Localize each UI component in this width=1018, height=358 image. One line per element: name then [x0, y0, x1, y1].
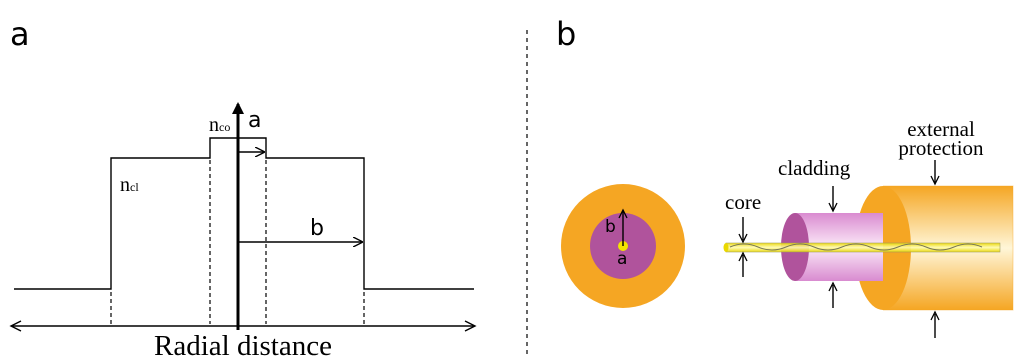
radial-distance-label: Radial distance — [154, 330, 332, 358]
cross-section-b-arrowhead — [618, 208, 628, 219]
panel-a: a nco a ncl b Radial distance — [9, 15, 477, 358]
panel-a-label: a — [10, 15, 30, 53]
core-radius-label: a — [248, 108, 261, 133]
core-label: core — [725, 190, 761, 214]
cross-section-a-label: a — [617, 249, 627, 269]
center-axis-arrowhead — [232, 102, 244, 114]
protection-top-arrowhead — [930, 175, 940, 186]
cross-section-b-label: b — [605, 217, 616, 237]
cladding-bottom-arrowhead — [828, 281, 838, 292]
radial-axis-left-arrowhead — [9, 320, 22, 332]
n-core-label: nco — [209, 114, 230, 136]
protection-bottom-arrowhead — [930, 310, 940, 321]
protection-cylinder-end — [883, 185, 1014, 311]
cladding-top-arrowhead — [828, 202, 838, 213]
protection-label-line2: protection — [898, 136, 984, 160]
n-cladding-label: ncl — [120, 174, 139, 196]
refractive-index-profile — [14, 137, 474, 290]
cladding-radius-label: b — [310, 216, 324, 241]
radial-axis-right-arrowhead — [464, 320, 477, 332]
cladding-label: cladding — [778, 156, 851, 180]
panel-b-label: b — [556, 15, 576, 53]
core-front-face — [723, 243, 729, 252]
fiber-cross-section: b a — [561, 184, 685, 308]
protection-label-line1: external — [907, 117, 975, 141]
core-top-arrowhead — [738, 233, 748, 244]
core-bottom-arrowhead — [738, 251, 748, 262]
fiber-3d-view: core cladding external protection — [723, 117, 1014, 338]
panel-b: b b a — [556, 15, 1014, 338]
core-helix — [729, 243, 983, 251]
